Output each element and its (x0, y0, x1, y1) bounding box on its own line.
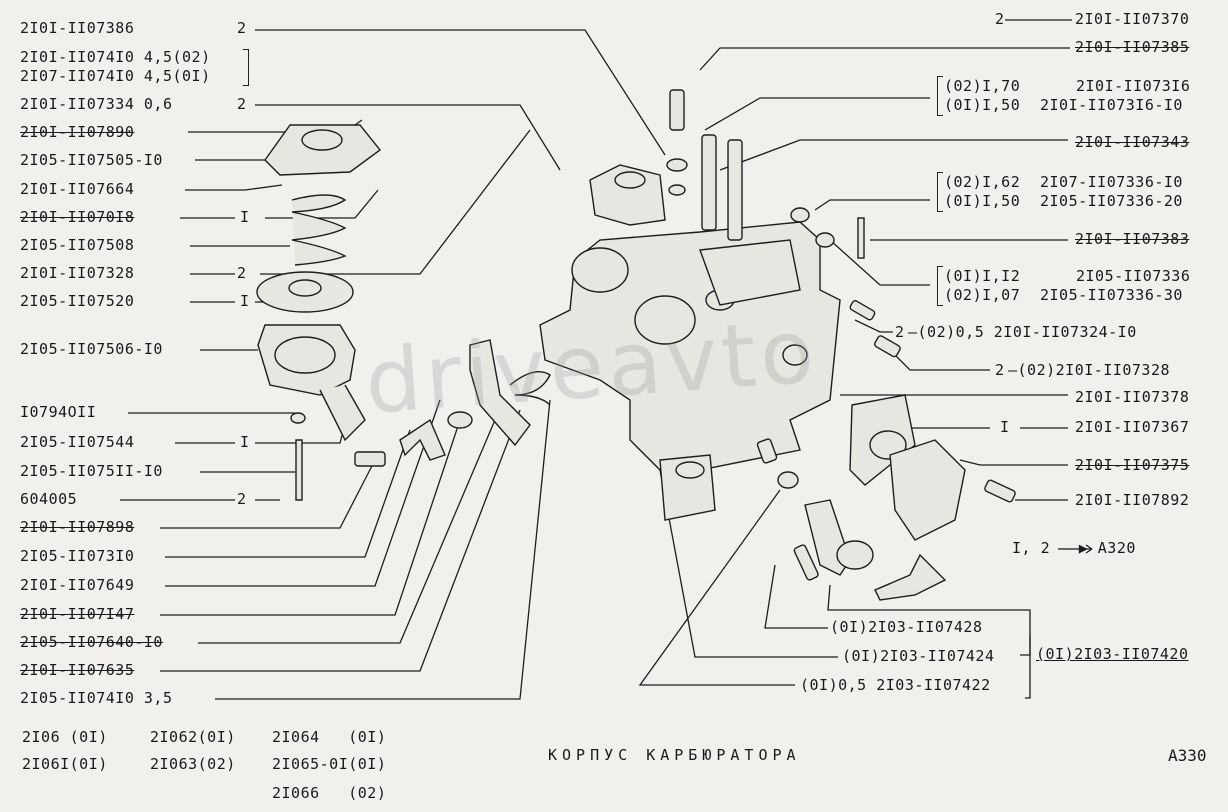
label-2107-1107336-10: 2I07-II07336-I0 (1040, 173, 1183, 191)
label-2101-1107328: 2I0I-II07328 (20, 264, 135, 282)
label-2101-1107147: 2I0I-II07I47 (20, 605, 135, 623)
model-applicability: 2I06I(0I) (22, 755, 108, 773)
label-2105-1107520: 2I05-II07520 (20, 292, 135, 310)
label-2101-1107328-02: —(02)2I0I-II07328 (1008, 361, 1171, 379)
label-2101-1107664: 2I0I-II07664 (20, 180, 135, 198)
qty-label: 2 (995, 10, 1005, 28)
label-2101-1107343: 2I0I-II07343 (1075, 133, 1190, 151)
model-applicability: 2I06 (0I) (22, 728, 108, 746)
qty-label: 2 (995, 361, 1005, 379)
label-2103-1107422: (0I)0,5 2I03-II07422 (800, 676, 991, 694)
qty-label: 2 (237, 19, 247, 37)
label-2103-1107424: (0I)2I03-II07424 (842, 647, 995, 665)
variant-label: (0I)I,I2 (944, 267, 1021, 285)
label-10794011: I0794OII (20, 403, 97, 421)
model-applicability: 2I063(02) (150, 755, 236, 773)
label-2101-1107898: 2I0I-II07898 (20, 518, 135, 536)
diagram-title: КОРПУС КАРБЮРАТОРА (548, 746, 801, 764)
label-2101-1107324-10: —(02)0,5 2I0I-II07324-I0 (908, 323, 1137, 341)
bracket (937, 76, 943, 116)
qty-label: I (240, 292, 250, 310)
qty-label: I (240, 208, 250, 226)
label-2101-1107383: 2I0I-II07383 (1075, 230, 1190, 248)
model-applicability: 2I065-0I(0I) (272, 755, 387, 773)
qty-label: I (1000, 418, 1010, 436)
label-2101-1107649: 2I0I-II07649 (20, 576, 135, 594)
label-2101-1107334: 2I0I-II07334 0,6 (20, 95, 173, 113)
label-2105-1107544: 2I05-II07544 (20, 433, 135, 451)
qty-label: 2 (237, 264, 247, 282)
bracket (243, 49, 249, 86)
label-2101-1107375: 2I0I-II07375 (1075, 456, 1190, 474)
label-2105-1107336-30: 2I05-II07336-30 (1040, 286, 1183, 304)
label-2105-1107511-10: 2I05-II075II-I0 (20, 462, 163, 480)
label-2105-1107640-10: 2I05-II07640-I0 (20, 633, 163, 651)
label-2101-1107385: 2I0I-II07385 (1075, 38, 1190, 56)
label-2107-1107410: 2I07-II074I0 4,5(0I) (20, 67, 211, 85)
label-2101-1107316: 2I0I-II073I6 (1076, 77, 1191, 95)
label-2101-1107386: 2I0I-II07386 (20, 19, 135, 37)
bracket (937, 172, 943, 212)
label-2101-1107316-10: 2I0I-II073I6-I0 (1040, 96, 1183, 114)
variant-label: (0I)I,50 (944, 192, 1021, 210)
label-2105-1107506-10: 2I05-II07506-I0 (20, 340, 163, 358)
reference-note: I, 2 ——▶ А320 (1012, 539, 1136, 557)
label-2101-1107635: 2I0I-II07635 (20, 661, 135, 679)
model-applicability: 2I062(0I) (150, 728, 236, 746)
label-2101-1107410: 2I0I-II074I0 4,5(02) (20, 48, 211, 66)
variant-label: (02)I,07 (944, 286, 1021, 304)
model-applicability: 2I064 (0I) (272, 728, 387, 746)
label-2105-1107508: 2I05-II07508 (20, 236, 135, 254)
qty-label: I (240, 433, 250, 451)
label-2103-1107428: (0I)2I03-II07428 (830, 618, 983, 636)
label-2105-1107505-10: 2I05-II07505-I0 (20, 151, 163, 169)
label-2105-1107336: 2I05-II07336 (1076, 267, 1191, 285)
label-2101-1107370: 2I0I-II07370 (1075, 10, 1190, 28)
label-2101-1107378: 2I0I-II07378 (1075, 388, 1190, 406)
model-applicability: 2I066 (02) (272, 784, 387, 802)
qty-label: 2 (237, 95, 247, 113)
variant-label: (0I)I,50 (944, 96, 1021, 114)
label-2105-1107410: 2I05-II074I0 3,5 (20, 689, 173, 707)
label-2105-1107310: 2I05-II073I0 (20, 547, 135, 565)
label-2103-1107420: (0I)2I03-II07420 (1036, 645, 1189, 663)
qty-label: 2 (237, 490, 247, 508)
variant-label: (02)I,62 (944, 173, 1021, 191)
page-code: А330 (1168, 746, 1207, 765)
label-2105-1107336-20: 2I05-II07336-20 (1040, 192, 1183, 210)
label-2101-1107892: 2I0I-II07892 (1075, 491, 1190, 509)
label-2101-1107890: 2I0I-II07890 (20, 123, 135, 141)
variant-label: (02)I,70 (944, 77, 1021, 95)
qty-label: 2 (895, 323, 905, 341)
label-2101-1107367: 2I0I-II07367 (1075, 418, 1190, 436)
bracket (937, 266, 943, 306)
label-604005: 604005 (20, 490, 78, 508)
label-2101-1107018: 2I0I-II070I8 (20, 208, 135, 226)
